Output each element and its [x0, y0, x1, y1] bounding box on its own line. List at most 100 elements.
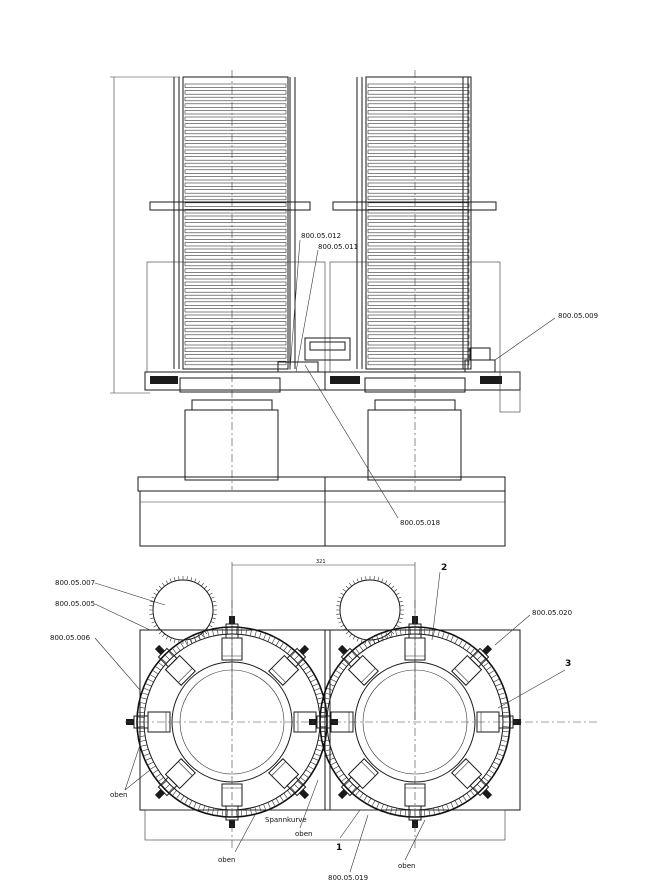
gear-teeth [149, 576, 217, 644]
stack-plate [367, 347, 470, 352]
stack-plate [367, 110, 470, 115]
stack-plate [367, 261, 470, 267]
stack-plate [184, 215, 287, 220]
stack-plate [184, 176, 287, 181]
stack-plate [184, 235, 287, 240]
stack-plate [367, 90, 470, 95]
stack-plate [367, 301, 470, 306]
stack-plate [367, 255, 470, 260]
stack-plate [184, 182, 287, 187]
clamp-unit [451, 644, 493, 686]
stack-plate [184, 360, 287, 366]
stack-plate [367, 162, 470, 168]
stack-plate [367, 202, 470, 207]
stack-plate [367, 308, 470, 313]
stack-plate [367, 149, 470, 154]
stack-plate [184, 90, 287, 95]
part-label-800-05-007: 800.05.007 [55, 579, 95, 587]
stack-plate [184, 149, 287, 154]
label-oben: oben [295, 830, 312, 838]
stack-plate [184, 301, 287, 306]
stack-plate [367, 116, 470, 121]
right-plate-stack [329, 70, 501, 490]
elevation-leaders [289, 239, 556, 519]
stack-plate [184, 156, 287, 161]
stack-plate [184, 228, 287, 234]
label-oben: oben [110, 791, 127, 799]
stack-plate [367, 103, 470, 108]
stack-plate [184, 209, 287, 214]
part-label-800-05-009: 800.05.009 [558, 312, 598, 320]
stack-plate [367, 83, 470, 88]
clamp-unit [221, 783, 243, 828]
plan-leaders [94, 571, 566, 873]
stack-plate [184, 255, 287, 260]
clamp-unit [337, 644, 379, 686]
stack-plate [367, 321, 470, 326]
stack-plate [367, 314, 470, 319]
stack-plate [367, 268, 470, 273]
pedestals [184, 399, 462, 481]
stack-plate [184, 327, 287, 333]
item-number-1: 1 [336, 843, 342, 853]
stack-plate [184, 281, 287, 286]
elevation-view: 800.05.012 800.05.011 800.05.009 800.05.… [110, 70, 598, 547]
part-label-800-05-011: 800.05.011 [318, 243, 358, 251]
part-label-800-05-019: 800.05.019 [328, 874, 368, 882]
stack-plate [367, 235, 470, 240]
stack-plate [367, 189, 470, 194]
stack-plate [367, 288, 470, 293]
clamp-unit [154, 644, 196, 686]
gear-teeth [336, 576, 404, 644]
part-label-800-05-020: 800.05.020 [532, 609, 572, 617]
stack-plate [367, 182, 470, 187]
stack-plate [184, 136, 287, 141]
item-number-2: 2 [441, 563, 447, 573]
stack-plate [184, 261, 287, 267]
stack-plate [184, 334, 287, 339]
stack-plate [367, 129, 470, 135]
stack-plate [367, 327, 470, 333]
stack-plate [367, 215, 470, 220]
part-label-800-05-012: 800.05.012 [301, 232, 341, 240]
stack-plate [184, 321, 287, 326]
stack-plate [184, 347, 287, 352]
clamp-unit [451, 758, 493, 800]
stack-plate [367, 123, 470, 128]
item-number-3: 3 [565, 659, 571, 669]
stack-plate [367, 209, 470, 214]
stack-plate [367, 275, 470, 280]
stack-plate [184, 195, 287, 201]
stack-plate [367, 242, 470, 247]
stack-plate [184, 275, 287, 280]
stack-plate [367, 222, 470, 227]
stack-plate [184, 103, 287, 108]
plan-view: 3 2 1 [50, 559, 600, 882]
stack-plate [184, 83, 287, 88]
stack-plate [184, 96, 287, 102]
stack-plate [367, 341, 470, 346]
stack-plate [184, 294, 287, 300]
stack-plate [367, 136, 470, 141]
stack-plate [184, 248, 287, 253]
stack-plate [367, 176, 470, 181]
stack-plate [184, 288, 287, 293]
clamp-unit [154, 758, 196, 800]
clamp-unit [404, 783, 426, 828]
stack-plate [367, 360, 470, 366]
base-flanges [144, 337, 521, 413]
stack-plate [184, 123, 287, 128]
stack-plate [184, 354, 287, 359]
clamp-unit [337, 758, 379, 800]
stack-plate [367, 294, 470, 300]
label-oben: oben [398, 862, 415, 870]
right-frame-plate [324, 629, 521, 811]
gear-teeth [321, 628, 509, 816]
stack-plate [184, 162, 287, 168]
stack-plate [367, 334, 470, 339]
stack-plate [184, 341, 287, 346]
stack-plate [367, 248, 470, 253]
stack-plate [184, 110, 287, 115]
clamp-unit [268, 758, 310, 800]
